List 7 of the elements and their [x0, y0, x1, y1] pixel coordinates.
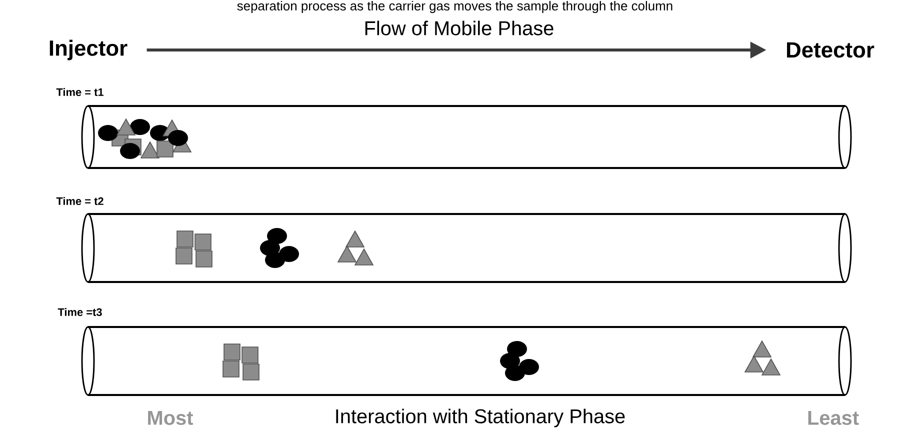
- time-label: Time =t3: [58, 308, 102, 316]
- end-label: Detector: [787, 42, 874, 58]
- caption-text: separation process as the carrier gas moves the sample through the column: [237, 0, 672, 14]
- end-label: Injector: [50, 40, 128, 60]
- edge-label: Flow of Mobile Phase: [365, 20, 554, 36]
- time-label: Time = t2: [56, 196, 104, 206]
- time-label: Time = t1: [56, 88, 104, 96]
